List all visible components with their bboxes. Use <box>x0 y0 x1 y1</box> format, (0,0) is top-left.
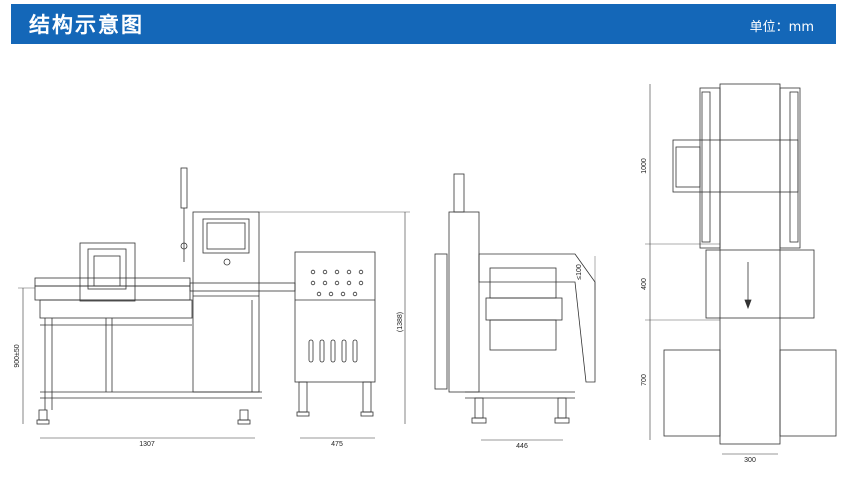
dim-conveyor-height: 900±50 <box>14 344 21 367</box>
dim-side-width: 446 <box>516 443 528 450</box>
top-view <box>645 83 837 455</box>
front-cabinet-leg <box>298 381 308 413</box>
side-aperture <box>489 267 557 299</box>
front-control-column <box>192 211 260 393</box>
side-conveyor <box>485 297 563 321</box>
front-foot <box>38 409 48 421</box>
page-title: 结构示意图 <box>29 13 144 37</box>
side-view <box>434 173 596 441</box>
front-base-frame <box>39 299 193 319</box>
dim-cabinet-width: 475 <box>331 441 343 448</box>
front-vent-holes <box>310 269 364 297</box>
side-hood <box>478 253 596 383</box>
front-foot <box>239 409 249 421</box>
front-conveyor-frame <box>34 285 191 301</box>
dim-front-width: 1307 <box>139 441 155 448</box>
dim-side-height: ≤100 <box>576 264 583 280</box>
front-detector-aperture <box>93 255 121 287</box>
front-detector-window <box>87 248 127 290</box>
front-outfeed-belt <box>189 282 296 292</box>
dim-top-detector: 400 <box>641 278 648 290</box>
front-detector-head <box>79 242 136 302</box>
side-foot <box>474 397 484 419</box>
unit-label: 单位：mm <box>749 20 814 35</box>
top-reject-bin-right <box>779 349 837 437</box>
section-header: 结构示意图 单位：mm <box>11 4 836 44</box>
dim-top-infeed: 1000 <box>641 158 648 174</box>
dim-total-height: (1388) <box>397 312 404 332</box>
front-signal-lamp <box>180 167 188 209</box>
front-reject-cabinet <box>294 251 376 383</box>
dim-top-outfeed: 700 <box>641 374 648 386</box>
side-control-column <box>448 211 480 393</box>
front-cabinet-slots <box>308 339 358 363</box>
front-infeed-belt <box>34 277 191 287</box>
top-control-box <box>675 146 701 188</box>
front-view <box>18 167 410 439</box>
top-detector-frame <box>705 249 815 319</box>
dim-belt-width: 300 <box>744 457 756 464</box>
side-signal-lamp <box>453 173 465 213</box>
top-reject-bin-left <box>663 349 721 437</box>
front-touchscreen <box>202 218 250 254</box>
top-detector-head <box>672 139 799 193</box>
top-belt <box>719 83 781 445</box>
